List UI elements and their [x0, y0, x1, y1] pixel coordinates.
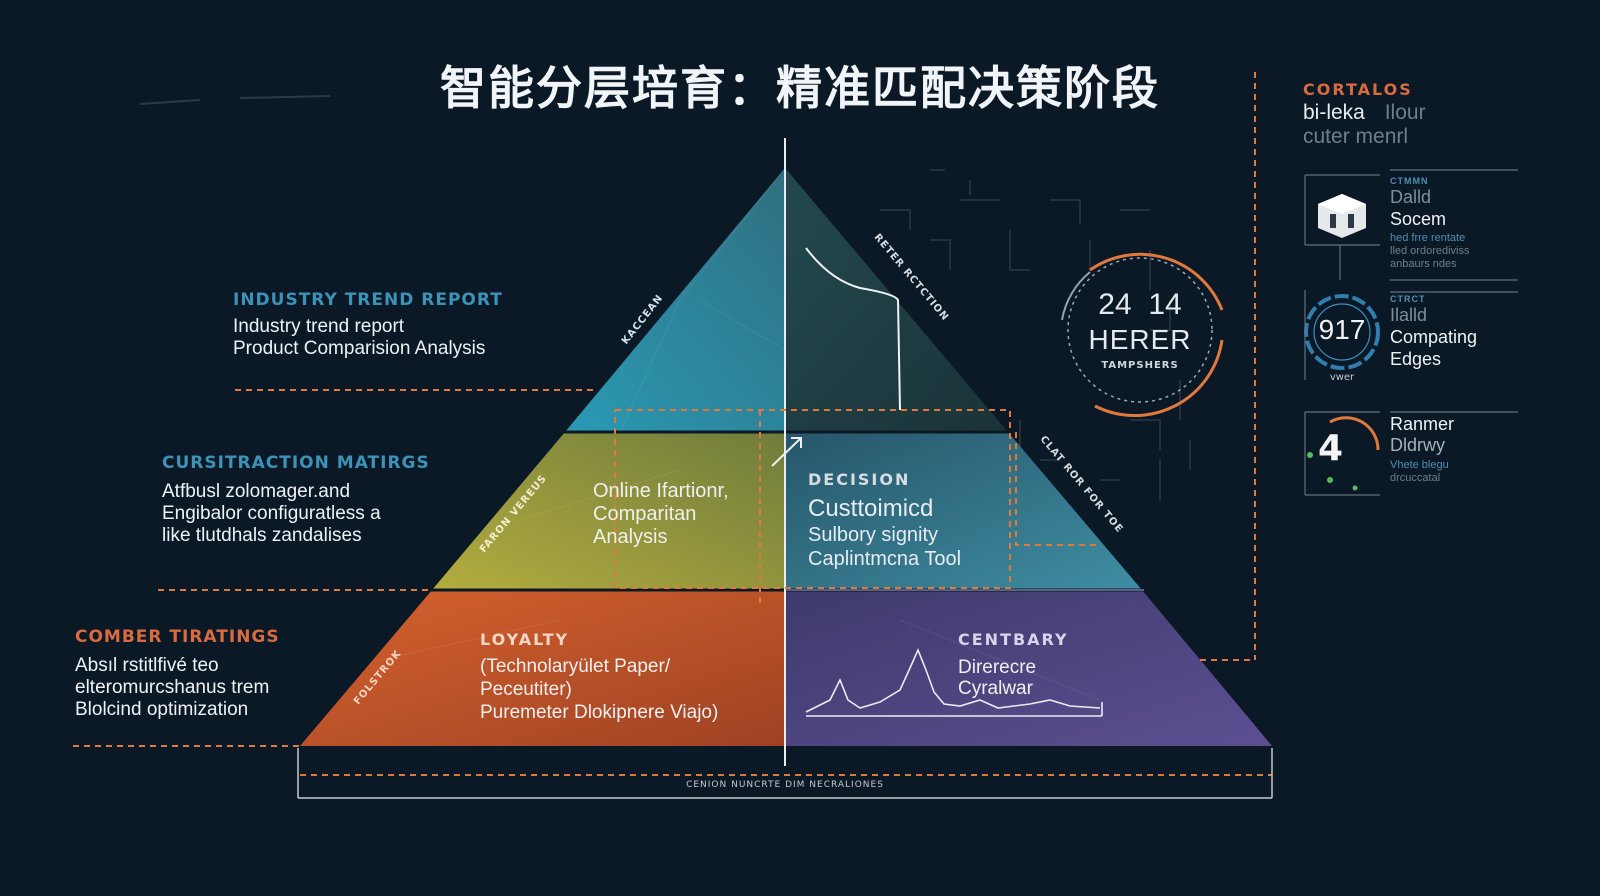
left-label-line: Blolcind optimization — [75, 699, 249, 720]
ring-gauge-icon — [1304, 294, 1380, 370]
sidebar-sub-1-b: Ilour — [1384, 101, 1426, 124]
left-label-line: Atfbusl zolomager.and — [162, 481, 351, 502]
sidebar-note: Vhete blegu — [1390, 459, 1449, 471]
trend-curve — [805, 247, 901, 411]
pyramid-top-right — [785, 168, 1008, 432]
bottom-right-heading: CENTBARY — [958, 630, 1069, 649]
sidebar-item-tag: CTRCT — [1390, 294, 1426, 304]
sidebar-heading: CORTALOS — [1303, 80, 1413, 99]
mid-left-line: Analysis — [593, 526, 668, 548]
left-label-body: Industry trend report Product Comparisio… — [233, 316, 503, 360]
bottom-right-body: Direrecre Cyralwar — [958, 657, 1069, 699]
number-four-icon-ring — [1307, 416, 1380, 491]
bottom-left-line: Puremeter Dlokipnere Viajo) — [480, 702, 719, 723]
number-four-icon: 4 — [1318, 428, 1344, 469]
pyramid-bottom-left — [300, 590, 785, 746]
sidebar-note: hed frre rentate — [1390, 232, 1466, 244]
sidebar-sub-1-a: bi-leka — [1303, 101, 1365, 124]
base-caption: CENION NUNCRTE DIM NECRALIONES — [686, 780, 884, 790]
left-label-line: elteromurcshanus trem — [75, 677, 270, 698]
sparkline-chart — [805, 647, 1103, 717]
sidebar-item-title-b: Dldrwy — [1390, 435, 1446, 455]
cube-icon — [1318, 194, 1366, 238]
pyramid-mid-left — [432, 432, 785, 590]
sidebar-item-title-a: Dalld — [1390, 187, 1432, 207]
left-label-cursitraction: CURSITRACTION MATIRGS Atfbusl zolomager.… — [162, 453, 430, 547]
sidebar-note: drcuccatal — [1390, 472, 1441, 484]
bottom-right-block: CENTBARY Direrecre Cyralwar — [958, 630, 1069, 699]
sidebar-header: CORTALOS bi-leka Ilour cuter menrl — [1303, 80, 1426, 149]
gauge-value-a: 24 — [1098, 288, 1132, 321]
left-label-line: Product Comparision Analysis — [233, 338, 486, 359]
sidebar-item-notes: Vhete blegu drcuccatal — [1390, 459, 1454, 485]
bottom-left-heading: LOYALTY — [480, 630, 570, 649]
bottom-left-body: (Technolaryület Paper/ Peceutiter) Purem… — [480, 655, 718, 724]
gauge-values: 24 14 — [1074, 288, 1206, 322]
bottom-left-line: (Technolaryület Paper/ — [480, 656, 671, 677]
sidebar-badge-917: 917 — [1318, 314, 1366, 345]
sidebar-item-1-frame — [1304, 169, 1518, 281]
mid-right-heading: DECISION — [808, 470, 911, 489]
gauge-value-b: 14 — [1148, 288, 1182, 321]
mid-left-line: Online Ifartionr, — [593, 480, 729, 502]
left-label-line: Absıl rstitlfivé teo — [75, 655, 219, 676]
left-label-industry-trend: INDUSTRY TREND REPORT Industry trend rep… — [233, 290, 503, 360]
bottom-right-line: Direrecre — [958, 657, 1037, 678]
gauge-label: HERER — [1088, 324, 1192, 355]
bottom-left-line: Peceutiter) — [480, 679, 572, 700]
sidebar-item-title-c: Edges — [1390, 349, 1442, 369]
left-label-body: Atfbusl zolomager.and Engibalor configur… — [162, 481, 430, 547]
mid-right-line: Sulbory signity — [808, 524, 939, 546]
mid-right-block: DECISION Custtoimicd Sulbory signity Cap… — [808, 470, 961, 571]
left-label-line: Industry trend report — [233, 316, 405, 337]
sidebar-item-notes: hed frre rentate lled ordorediviss anbau… — [1390, 232, 1469, 271]
sidebar-item-tag: CTMMN — [1390, 176, 1429, 186]
left-label-line: Engibalor configuratless a — [162, 503, 381, 524]
sidebar-item-3[interactable]: Ranmer Dldrwy Vhete blegu drcuccatal — [1390, 414, 1454, 485]
pyramid-bottom-right — [785, 590, 1272, 746]
arrow-icon — [771, 437, 802, 467]
left-label-body: Absıl rstitlfivé teo elteromurcshanus tr… — [75, 655, 280, 721]
mid-left-text: Online Ifartionr, Comparitan Analysis — [593, 480, 729, 549]
mid-right-title: Custtoimicd — [808, 495, 934, 522]
mid-right-line: Caplintmcna Tool — [808, 548, 962, 570]
page-title: 智能分层培育：精准匹配决策阶段 — [440, 61, 1160, 115]
pyramid-mid-right — [785, 432, 1142, 590]
gauge-ring — [1061, 252, 1224, 417]
pyramid-top-left — [565, 168, 785, 432]
sidebar-sub-2: cuter menrl — [1303, 125, 1409, 148]
bottom-right-line: Cyralwar — [958, 678, 1033, 699]
sidebar-item-1[interactable]: CTMMN Dalld Socem hed frre rentate lled … — [1390, 176, 1469, 271]
sidebar-item-title-b: Socem — [1390, 209, 1447, 229]
sidebar-note: anbaurs ndes — [1390, 258, 1457, 270]
gauge-sublabel: TAMPSHERS — [1101, 360, 1179, 371]
sidebar-item-title-a: Ranmer — [1390, 414, 1455, 434]
sidebar-item-title-b: Compating — [1390, 327, 1478, 347]
sidebar-note: lled ordorediviss — [1390, 245, 1470, 257]
sidebar-badge-caption: vwer — [1329, 372, 1355, 383]
left-label-heading: CURSITRACTION MATIRGS — [162, 453, 430, 473]
left-label-heading: COMBER TIRATINGS — [75, 627, 280, 647]
mid-left-line: Comparitan — [593, 503, 697, 525]
bottom-left-block: LOYALTY (Technolaryület Paper/ Peceutite… — [480, 630, 718, 724]
left-label-comber: COMBER TIRATINGS Absıl rstitlfivé teo el… — [75, 627, 280, 721]
left-label-line: like tlutdhals zandalises — [162, 525, 362, 546]
sidebar-item-2[interactable]: CTRCT Ilalld Compating Edges — [1390, 294, 1477, 370]
gauge-readout: 24 14 HERER TAMPSHERS — [1074, 288, 1206, 371]
left-label-heading: INDUSTRY TREND REPORT — [233, 290, 503, 310]
sidebar-item-title-a: Ilalld — [1390, 305, 1428, 325]
sidebar-sub-1: bi-leka Ilour — [1303, 101, 1426, 125]
